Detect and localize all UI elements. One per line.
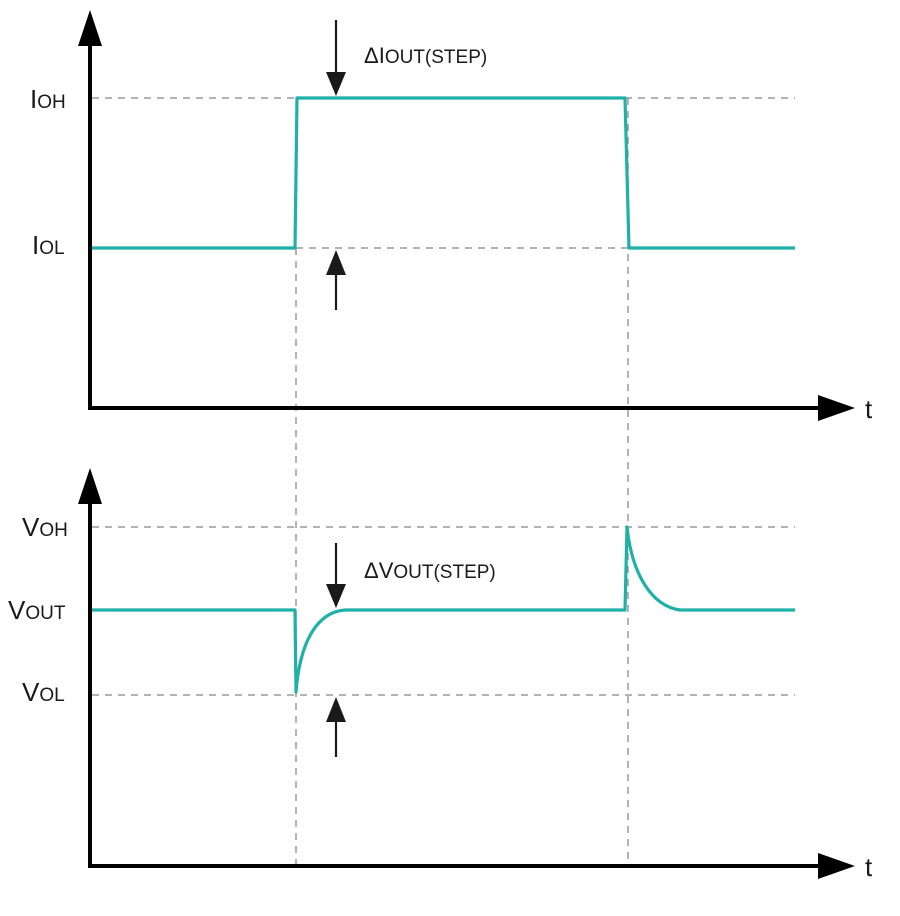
voltage-waveform — [92, 525, 795, 694]
delta-v-up-arrow-icon — [326, 697, 346, 722]
delta-v-out-step-label: ΔVOUT(STEP) — [364, 558, 496, 583]
current-waveform — [92, 96, 795, 250]
current-time-label: t — [865, 394, 873, 424]
current-y-axis-arrow-icon — [78, 10, 102, 46]
delta-v-down-arrow-icon — [326, 584, 346, 608]
current-x-axis-arrow-icon — [818, 395, 855, 421]
voltage-x-axis-arrow-icon — [818, 853, 855, 879]
vol-label: VOL — [22, 677, 65, 707]
vout-label: VOUT — [8, 595, 66, 625]
delta-i-down-arrow-icon — [326, 72, 346, 96]
voltage-time-label: t — [865, 852, 873, 882]
current-plot: IOH IOL t ΔIOUT(STEP) — [30, 10, 873, 424]
voltage-y-axis-arrow-icon — [78, 468, 102, 504]
voh-label: VOH — [22, 512, 68, 542]
delta-i-up-arrow-icon — [326, 250, 346, 275]
delta-i-out-step-label: ΔIOUT(STEP) — [364, 43, 487, 68]
iol-label: IOL — [32, 230, 65, 260]
voltage-plot: VOH VOUT VOL t ΔVOUT(STEP) — [8, 468, 873, 882]
ioh-label: IOH — [30, 84, 66, 114]
